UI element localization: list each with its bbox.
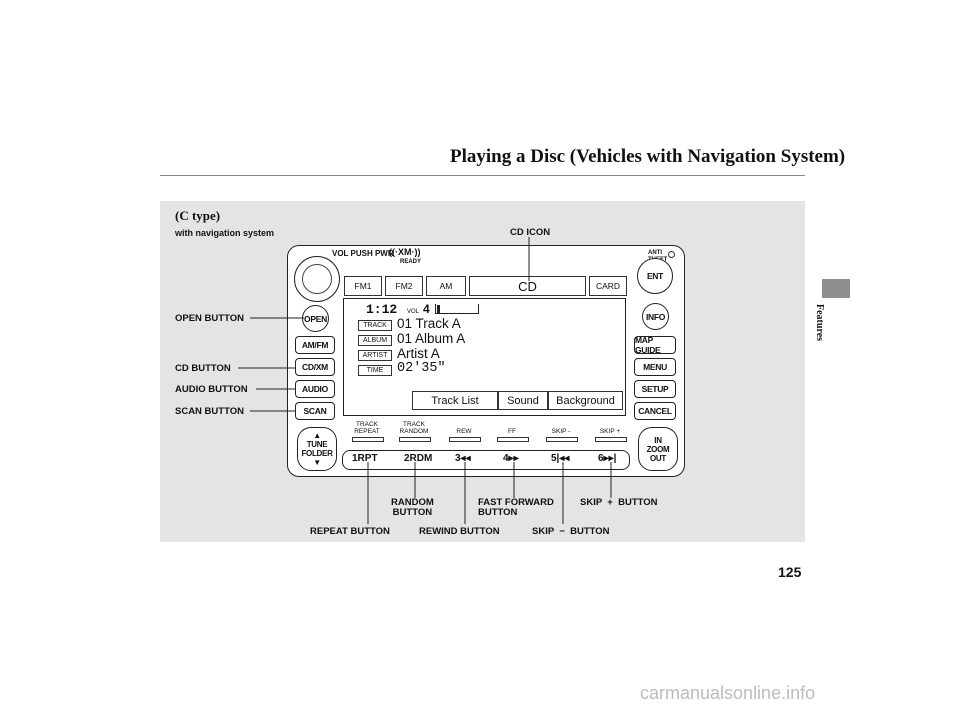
function-label-ff: FF (508, 428, 516, 435)
tab-cd-icon[interactable]: CD (469, 276, 586, 296)
watermark: carmanualsonline.info (640, 683, 816, 703)
xm-logo-icon: ((·XM·)) (389, 247, 421, 257)
clock: 1:12 (366, 302, 398, 317)
function-label-track-random: TRACK RANDOM (399, 421, 429, 435)
section-label: (C type) (175, 208, 221, 223)
callout-cd-icon: CD ICON (510, 227, 551, 238)
am-fm-button[interactable]: AM/FM (295, 336, 335, 354)
open-button[interactable]: OPEN (302, 305, 329, 332)
preset-5-skip-minus-button[interactable]: 5|◂◂ (551, 453, 570, 464)
callout-cd-button: CD BUTTON (175, 363, 231, 374)
time-tag: TIME (358, 365, 392, 376)
tab-fm1[interactable]: FM1 (344, 276, 382, 296)
sound-softkey[interactable]: Sound (498, 391, 548, 410)
setup-button[interactable]: SETUP (634, 380, 676, 398)
vol-value: 4 (423, 302, 430, 316)
function-bar-6 (595, 437, 627, 442)
album-value: 01 Album A (397, 331, 466, 346)
callout-open-button: OPEN BUTTON (175, 313, 244, 324)
zoom-in-label: IN (654, 435, 662, 445)
tab-card[interactable]: CARD (589, 276, 627, 296)
callout-random-button: RANDOM BUTTON (391, 497, 434, 518)
callout-scan-button: SCAN BUTTON (175, 406, 244, 417)
track-value: 01 Track A (397, 316, 461, 331)
volume-bar-fill (437, 305, 440, 313)
function-label-skip-plus: SKIP + (599, 428, 621, 435)
zoom-out-label: OUT (650, 453, 666, 463)
function-bar-1 (352, 437, 384, 442)
volume-knob-inner (302, 264, 332, 294)
background-softkey[interactable]: Background (548, 391, 623, 410)
preset-1-repeat-button[interactable]: 1RPT (352, 453, 378, 464)
volume-bar (435, 304, 479, 314)
callout-skip-minus-button: SKIP − BUTTON (532, 526, 610, 537)
menu-button[interactable]: MENU (634, 358, 676, 376)
track-list-softkey[interactable]: Track List (412, 391, 498, 410)
callout-skip-plus-button: SKIP + BUTTON (580, 497, 658, 508)
vol-label: VOL (407, 309, 420, 315)
tune-folder-label: TUNE FOLDER (301, 440, 333, 458)
function-bar-4 (497, 437, 529, 442)
cd-xm-button[interactable]: CD/XM (295, 358, 335, 376)
chevron-down-icon: ▼ (313, 458, 321, 467)
preset-2-random-button[interactable]: 2RDM (404, 453, 433, 464)
zoom-button[interactable]: IN ZOOM OUT (638, 427, 678, 471)
function-bar-2 (399, 437, 431, 442)
artist-value: Artist A (397, 346, 440, 361)
preset-4-fast-forward-button[interactable]: 4▸▸ (503, 453, 519, 464)
preset-strip (342, 450, 630, 470)
ent-joystick-button[interactable]: ENT (637, 258, 673, 294)
function-label-rew: REW (456, 428, 472, 435)
preset-3-rewind-button[interactable]: 3◂◂ (455, 453, 471, 464)
info-button[interactable]: INFO (642, 303, 669, 330)
tab-fm2[interactable]: FM2 (385, 276, 423, 296)
tab-am[interactable]: AM (426, 276, 466, 296)
callout-rewind-button: REWIND BUTTON (419, 526, 500, 537)
cancel-button[interactable]: CANCEL (634, 402, 676, 420)
scan-button[interactable]: SCAN (295, 402, 335, 420)
function-label-track-repeat: TRACK REPEAT (354, 421, 380, 435)
page-number: 125 (778, 564, 802, 580)
subtitle: with navigation system (175, 228, 275, 238)
time-value: 02'35" (397, 361, 446, 376)
xm-ready-label: READY (400, 259, 422, 265)
map-guide-button[interactable]: MAP GUIDE (634, 335, 676, 355)
tune-folder-button[interactable]: ▲ TUNE FOLDER ▼ (297, 427, 337, 471)
album-tag: ALBUM (358, 335, 392, 346)
callout-repeat-button: REPEAT BUTTON (310, 526, 390, 537)
anti-theft-led-icon (668, 251, 675, 258)
zoom-label: ZOOM (646, 444, 670, 454)
track-tag: TRACK (358, 320, 392, 331)
title-rule (160, 175, 805, 176)
function-label-skip-minus: SKIP - (551, 428, 571, 435)
preset-6-skip-plus-button[interactable]: 6▸▸| (598, 453, 617, 464)
artist-tag: ARTIST (358, 350, 392, 361)
page-title: Playing a Disc (Vehicles with Navigation… (450, 146, 846, 167)
callout-audio-button: AUDIO BUTTON (175, 384, 248, 395)
sidebar-tab (822, 279, 850, 298)
function-bar-5 (546, 437, 578, 442)
callout-fast-forward-button: FAST FORWARD BUTTON (478, 497, 554, 518)
chevron-up-icon: ▲ (313, 431, 321, 440)
function-bar-3 (449, 437, 481, 442)
vol-pwr-label: VOL PUSH PWR (332, 249, 394, 258)
